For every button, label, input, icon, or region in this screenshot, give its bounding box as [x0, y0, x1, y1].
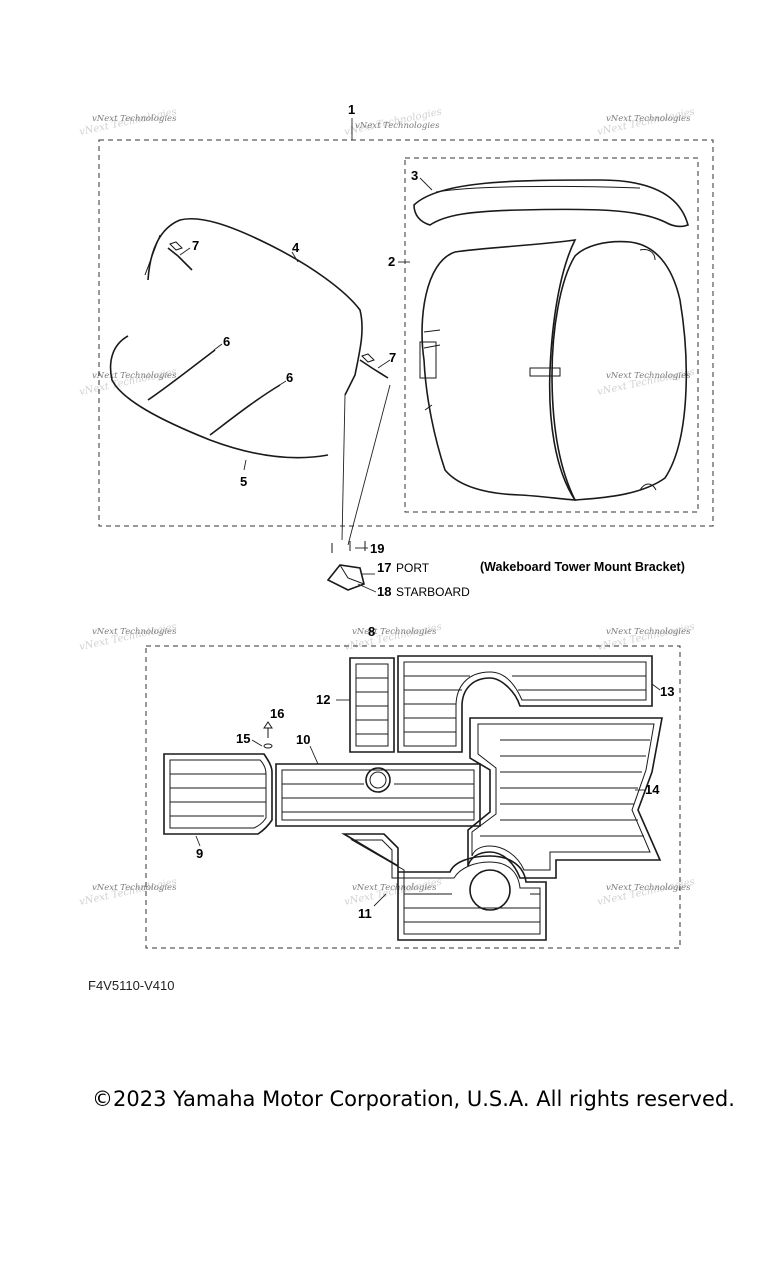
callout-9: 9: [196, 846, 203, 861]
callout-7b: 7: [389, 350, 396, 365]
leader-line-6b: [277, 380, 287, 387]
leader-line-5: [243, 459, 247, 471]
part-9-mat: [163, 753, 273, 835]
watermark: vNext Technologies vNext Technologies: [343, 877, 442, 908]
callout-4: 4: [292, 240, 300, 255]
part-19-screw: [331, 541, 366, 553]
part-12-mat: [349, 657, 395, 753]
callout-8: 8: [368, 624, 375, 639]
watermark-text: vNext Technologies: [352, 627, 437, 637]
watermark: vNext Technologies vNext Technologies: [596, 107, 695, 138]
leader-line-7a: [179, 247, 191, 256]
leader-line-4: [291, 251, 299, 263]
watermark: vNext Technologies vNext Technologies: [596, 877, 695, 908]
watermark-text: vNext Technologies: [606, 371, 691, 381]
callout-13: 13: [660, 684, 674, 699]
watermark-text: vNext Technologies: [92, 883, 177, 893]
label-starboard: STARBOARD: [396, 585, 470, 599]
part-3-bar: [413, 179, 689, 228]
leader-line-18: [357, 583, 377, 593]
watermark: vNext Technologies vNext Technologies: [343, 107, 442, 138]
callout-14: 14: [645, 782, 660, 797]
part-11-mat: [341, 833, 547, 941]
leader-line-7b: [377, 359, 391, 369]
part-14-mat: [467, 717, 663, 879]
callout-1: 1: [348, 102, 355, 117]
leader-line-15: [251, 739, 263, 747]
watermark: vNext Technologies vNext Technologies: [596, 367, 695, 398]
part-6-rod-lower: [209, 384, 281, 436]
part-7-bracket-left: [167, 241, 193, 271]
leader-line-6a: [213, 343, 223, 351]
assembly-1-boundary: [98, 139, 714, 527]
watermark: vNext Technologies vNext Technologies: [78, 622, 177, 653]
watermark: vNext Technologies vNext Technologies: [78, 877, 177, 908]
callout-6b: 6: [286, 370, 293, 385]
watermark-text: vNext Technologies: [606, 114, 691, 124]
callout-12: 12: [316, 692, 330, 707]
leader-line-13: [651, 683, 661, 691]
watermark-text: vNext Technologies: [606, 627, 691, 637]
callout-10: 10: [296, 732, 310, 747]
callout-11: 11: [358, 906, 372, 921]
copyright-notice: ©2023 Yamaha Motor Corporation, U.S.A. A…: [92, 1087, 735, 1111]
leader-line-10: [309, 745, 319, 765]
leader-line-9: [195, 835, 201, 847]
watermark: vNext Technologies vNext Technologies: [78, 367, 177, 398]
part-2-cover: [419, 238, 688, 501]
leader-line-3: [419, 177, 433, 191]
part-13-mat: [397, 655, 653, 753]
leader-line-hardware: [341, 384, 391, 546]
callout-6a: 6: [223, 334, 230, 349]
watermark: vNext Technologies vNext Technologies: [343, 622, 442, 653]
part-5-tube: [109, 335, 329, 459]
assembly-2-boundary: [404, 157, 699, 513]
label-port: PORT: [396, 561, 430, 575]
leader-line-11: [373, 893, 387, 907]
callout-7a: 7: [192, 238, 199, 253]
callout-17: 17: [377, 560, 391, 575]
callout-3: 3: [411, 168, 418, 183]
watermark-text: vNext Technologies: [92, 371, 177, 381]
part-17-18-bracket: [326, 564, 365, 591]
part-4-tube: [144, 217, 363, 396]
watermark-text: vNext Technologies: [606, 883, 691, 893]
part-7-bracket-right: [359, 353, 389, 379]
callout-19: 19: [370, 541, 384, 556]
watermark-text: vNext Technologies: [355, 121, 440, 131]
callout-5: 5: [240, 474, 247, 489]
assembly-8-boundary: [145, 645, 681, 949]
callout-18: 18: [377, 584, 391, 599]
part-16-fastener: [263, 721, 273, 738]
watermark-text: vNext Technologies: [92, 627, 177, 637]
callout-15: 15: [236, 731, 250, 746]
callout-2: 2: [388, 254, 395, 269]
watermark-text: vNext Technologies: [92, 114, 177, 124]
part-15-clip: [263, 743, 273, 749]
part-10-mat: [275, 763, 481, 827]
part-6-rod-upper: [147, 349, 216, 401]
diagram-code: F4V5110-V410: [88, 978, 175, 993]
watermark-text: vNext Technologies: [352, 883, 437, 893]
callout-16: 16: [270, 706, 284, 721]
watermark: vNext Technologies vNext Technologies: [78, 107, 177, 138]
wakeboard-tower-note: (Wakeboard Tower Mount Bracket): [480, 560, 685, 574]
watermark: vNext Technologies vNext Technologies: [596, 622, 695, 653]
